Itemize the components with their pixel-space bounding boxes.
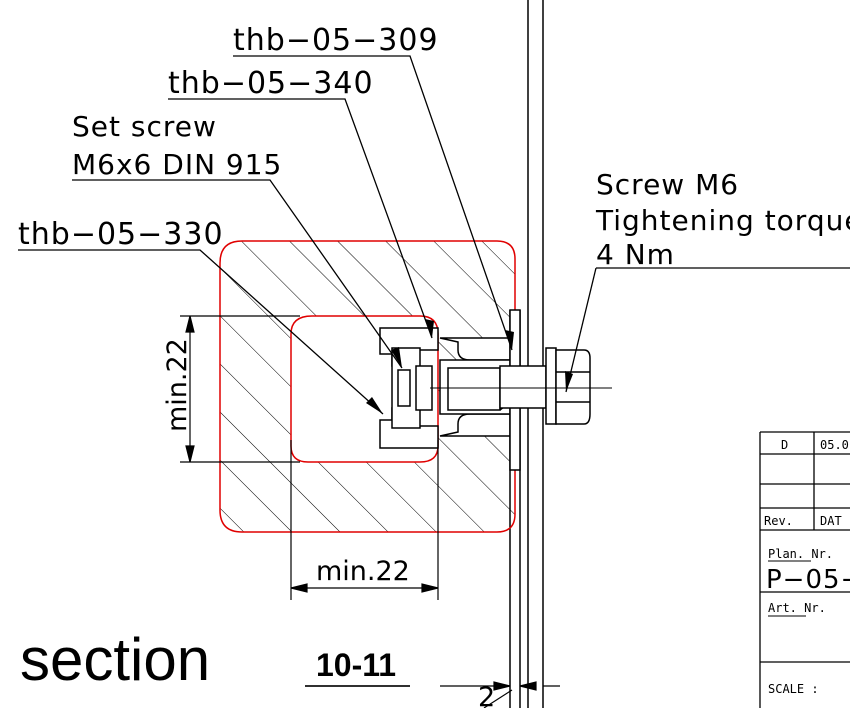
title-block-plan-number: P−05−3 bbox=[766, 565, 850, 595]
dimension-thickness-2: 2 bbox=[478, 682, 495, 708]
callout-thb-05-309: thb−05−309 bbox=[233, 23, 439, 58]
callout-screw-line2: Tightening torque bbox=[595, 204, 850, 237]
dimension-horizontal-min22: min.22 bbox=[316, 556, 410, 587]
title-block-date-header: DAT bbox=[820, 514, 842, 528]
callout-set-screw-line1: Set screw bbox=[72, 110, 217, 143]
dimension-vertical-min22: min.22 bbox=[162, 338, 193, 432]
leader-lines bbox=[18, 55, 850, 415]
section-label: section bbox=[20, 626, 210, 693]
title-block-rev-letter: D bbox=[781, 438, 788, 452]
leader-arrowheads bbox=[366, 319, 573, 414]
title-block-plan-label: Plan. Nr. bbox=[768, 547, 833, 561]
title-block-art-label: Art. Nr. bbox=[768, 601, 826, 615]
title-block-scale-label: SCALE : bbox=[768, 682, 819, 696]
title-block bbox=[759, 431, 850, 708]
callout-set-screw-line2: M6x6 DIN 915 bbox=[72, 148, 282, 181]
title-block-rev-date: 05.01 bbox=[820, 438, 850, 452]
callout-thb-05-340: thb−05−340 bbox=[168, 66, 374, 101]
callout-screw-line3: 4 Nm bbox=[596, 238, 675, 271]
callout-thb-05-330: thb−05−330 bbox=[18, 217, 224, 252]
title-block-rev-header: Rev. bbox=[764, 514, 793, 528]
callout-screw-line1: Screw M6 bbox=[596, 168, 739, 201]
dimension-gap-10-11: 10-11 bbox=[316, 647, 396, 683]
